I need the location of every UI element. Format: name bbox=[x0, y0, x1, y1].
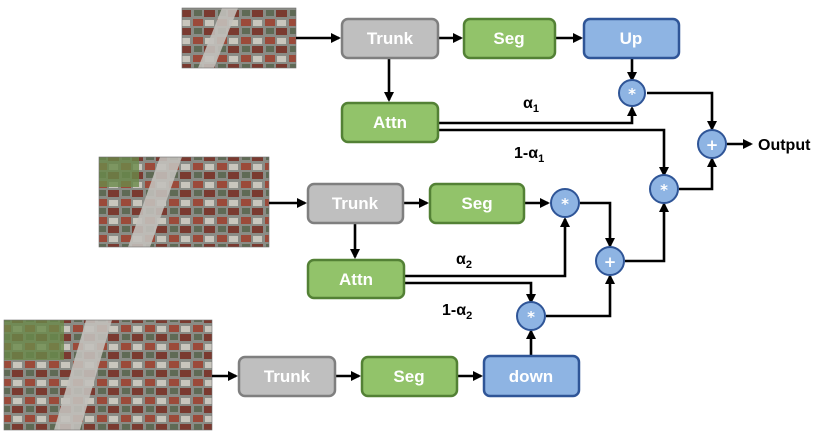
multiply-op-bot: * bbox=[516, 301, 546, 331]
svg-text:*: * bbox=[527, 308, 535, 326]
one-minus-alpha2-label: 1-α2 bbox=[442, 302, 472, 322]
seg-box-bot: Seg bbox=[360, 355, 459, 398]
svg-text:*: * bbox=[660, 181, 668, 199]
multiply-op-right: * bbox=[649, 174, 679, 204]
seg-label: Seg bbox=[493, 29, 524, 48]
multiply-op-mid: * bbox=[550, 188, 580, 218]
up-label: Up bbox=[620, 29, 643, 48]
trunk-label: Trunk bbox=[332, 194, 379, 213]
edges bbox=[212, 33, 753, 381]
alpha1-label: α1 bbox=[523, 95, 539, 115]
down-label: down bbox=[509, 367, 553, 386]
attn-box-top: Attn bbox=[340, 101, 440, 144]
aerial-image-mid bbox=[98, 156, 270, 248]
down-box: down bbox=[482, 354, 581, 398]
attn-label: Attn bbox=[373, 113, 407, 132]
svg-text:*: * bbox=[628, 85, 636, 103]
output-label: Output bbox=[758, 137, 811, 154]
add-op-output: + bbox=[697, 129, 727, 159]
up-box: Up bbox=[582, 17, 681, 60]
trunk-box-mid: Trunk bbox=[306, 182, 405, 225]
multiply-op-top: * bbox=[618, 79, 646, 107]
alpha2-label: α2 bbox=[456, 251, 472, 271]
seg-box-top: Seg bbox=[462, 17, 557, 60]
trunk-box-top: Trunk bbox=[340, 17, 440, 60]
svg-text:+: + bbox=[604, 253, 617, 271]
attn-label: Attn bbox=[339, 270, 373, 289]
svg-text:*: * bbox=[561, 195, 569, 213]
add-op-mid: + bbox=[595, 246, 625, 276]
trunk-label: Trunk bbox=[264, 367, 311, 386]
aerial-image-bot bbox=[3, 319, 213, 431]
seg-label: Seg bbox=[461, 194, 492, 213]
trunk-box-bot: Trunk bbox=[237, 355, 337, 398]
seg-label: Seg bbox=[393, 367, 424, 386]
seg-box-mid: Seg bbox=[428, 182, 526, 225]
aerial-image-top bbox=[181, 7, 297, 69]
attn-box-mid: Attn bbox=[306, 258, 406, 300]
svg-text:+: + bbox=[706, 136, 719, 154]
trunk-label: Trunk bbox=[367, 29, 414, 48]
one-minus-alpha1-label: 1-α1 bbox=[514, 145, 544, 165]
